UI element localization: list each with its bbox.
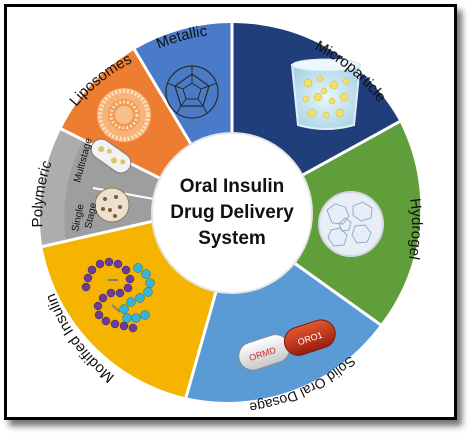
beaker-icon <box>290 58 362 130</box>
center-title-line1: Oral Insulin <box>180 176 285 197</box>
single-stage-label-line2: Stage <box>83 201 99 229</box>
insulin-chain-icon <box>81 257 155 333</box>
fullerene-icon <box>165 65 219 119</box>
center-circle <box>151 132 313 294</box>
single-stage-particle-icon <box>94 187 130 223</box>
center-title-line2: Drug Delivery <box>170 202 294 223</box>
center-title-line3: System <box>198 228 266 249</box>
multistage-particle-icon <box>90 138 132 174</box>
liposome-icon <box>97 88 151 142</box>
hydrogel-label: Hydrogel <box>405 197 425 261</box>
segment-metallic <box>134 22 232 153</box>
polymeric-inner-band <box>39 129 84 247</box>
capsule-icon: ORMD ORO1 <box>238 319 336 371</box>
hydrogel-sphere-icon <box>318 191 384 257</box>
